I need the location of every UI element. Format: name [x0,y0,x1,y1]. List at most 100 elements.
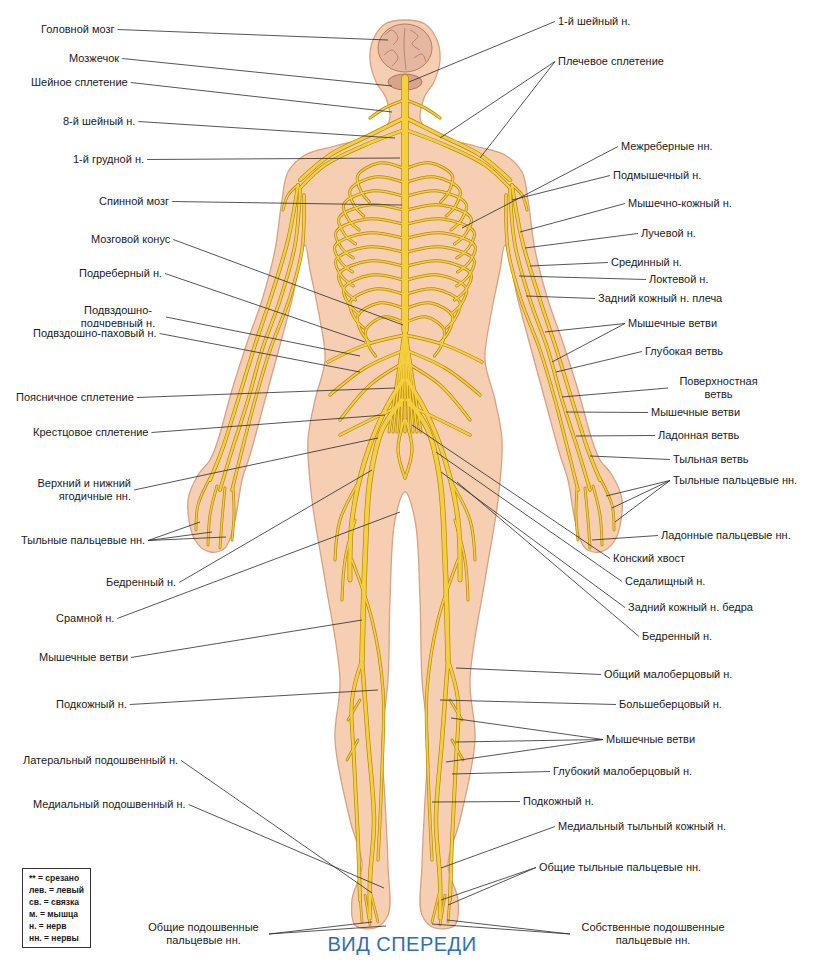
nerve-line [210,185,298,480]
abbreviation-entry: м. = мышца [29,908,84,920]
leader-line [436,452,622,582]
nerve-line [196,478,210,530]
nerve-label: Медиальный тыльный кожный н. [557,820,727,833]
leader-line [615,481,670,523]
nerve-line [220,488,225,548]
leader-line [432,801,520,803]
leader-line [456,740,603,743]
leader-line [556,352,642,373]
leader-line [448,868,536,906]
leader-line [179,470,372,583]
nerve-label: Общие тыльные пальцевые нн. [538,861,702,874]
leader-line [456,668,601,675]
nerve-edge [362,400,402,660]
nerve-label: Срамной н. [55,612,115,625]
abbreviation-entry: ** = срезано [29,872,84,884]
leader-line [117,512,400,619]
nerve-edge [448,660,459,900]
nerve-line [232,488,234,540]
nerve-line [343,275,403,314]
nerve-label: Ладонные пальцевые нн. [660,529,792,542]
nerve-edge [406,100,440,118]
leader-line [173,240,403,326]
nerve-line [407,247,474,286]
nerve-label: Подкожный н. [55,698,128,711]
nerve-label: Плечевое сплетение [557,55,665,68]
nerve-label: Тыльные пальцевые нн. [672,474,798,487]
nerve-edge [220,488,225,548]
nerve-label: Латеральный подошвенный н. [22,754,179,767]
nerve-edge [351,660,362,900]
nerve-label: Поясничное сплетение [15,391,135,404]
nerve-label: Общий малоберцовый н. [603,668,733,681]
nerve-label: 1-й грудной н. [72,153,145,166]
nerve-label: Шейное сплетение [30,76,129,89]
leader-line [189,805,384,889]
nerve-label: Ладонная ветвь [657,429,740,442]
nerve-label: Задний кожный н. плеча [597,292,723,305]
leader-line [130,690,378,705]
nerve-line [300,130,404,188]
nerve-line [401,325,405,432]
nerve-line [405,325,421,432]
nerve-label: Глубокая ветвь [644,345,724,358]
leader-line [165,274,365,343]
leader-line [520,204,625,233]
nerve-edge [397,325,405,432]
nerve-label: 8-й шейный н. [62,115,136,128]
nerve-label: Тыльные пальцевые нн. [20,534,146,547]
nerve-line [336,247,403,286]
leader-line [134,438,378,490]
nerve-label: Подмышечный н. [612,169,702,182]
nerve-edge [208,486,217,545]
nerve-label: Медиальный подошвенный н. [32,798,187,811]
leader-line [137,388,395,398]
brain [378,24,432,72]
leader-line [512,176,610,201]
nerve-line [407,163,453,202]
nerve-line [436,660,448,918]
nerve-label: Спинной мозг [98,195,170,208]
nerve-line [389,325,405,432]
leader-line [462,147,618,229]
nerve-line [402,78,408,330]
nerve-line [405,335,482,362]
nerve-line [357,163,403,202]
leader-line [151,415,385,433]
nerve-line [452,740,463,760]
leader-line [552,324,625,363]
nerve-edge [450,700,462,720]
nerve-label: Мышечно-кожный н. [627,197,733,210]
nerve-label: Поверхностная ветвь [670,375,767,401]
nerve-label: Глубокий малоберцовый н. [552,765,693,778]
nerve-label: Большеберцовый н. [618,698,723,711]
nerve-line [208,486,217,545]
nerve-line [407,275,467,314]
nerve-edge [407,275,467,314]
leader-line [412,425,610,559]
nerve-edge [408,400,448,660]
abbreviation-entry: н. = нерв [29,920,84,932]
nerve-line [593,486,602,545]
nerve-line [365,895,370,925]
nerve-edge [350,177,403,216]
nerve-line [406,100,440,118]
nerve-label: Бедренный н. [641,630,713,643]
nerve-line [393,325,405,432]
nerve-line [506,195,578,490]
nerve-line [408,400,448,660]
nerve-line [448,660,459,900]
leader-line [447,920,570,934]
abbreviation-entry: св. = связка [29,896,84,908]
leader-line [181,761,372,894]
nerve-line [342,520,355,600]
nerve-edge [393,325,405,432]
nerve-edge [585,488,590,548]
nerve-edge [210,185,298,480]
nerve-label: Бедренный н. [105,576,177,589]
leader-line [118,30,388,41]
leader-line [446,740,603,763]
nerve-line [300,118,404,180]
leader-line [131,620,362,658]
nerve-edge [401,78,408,330]
